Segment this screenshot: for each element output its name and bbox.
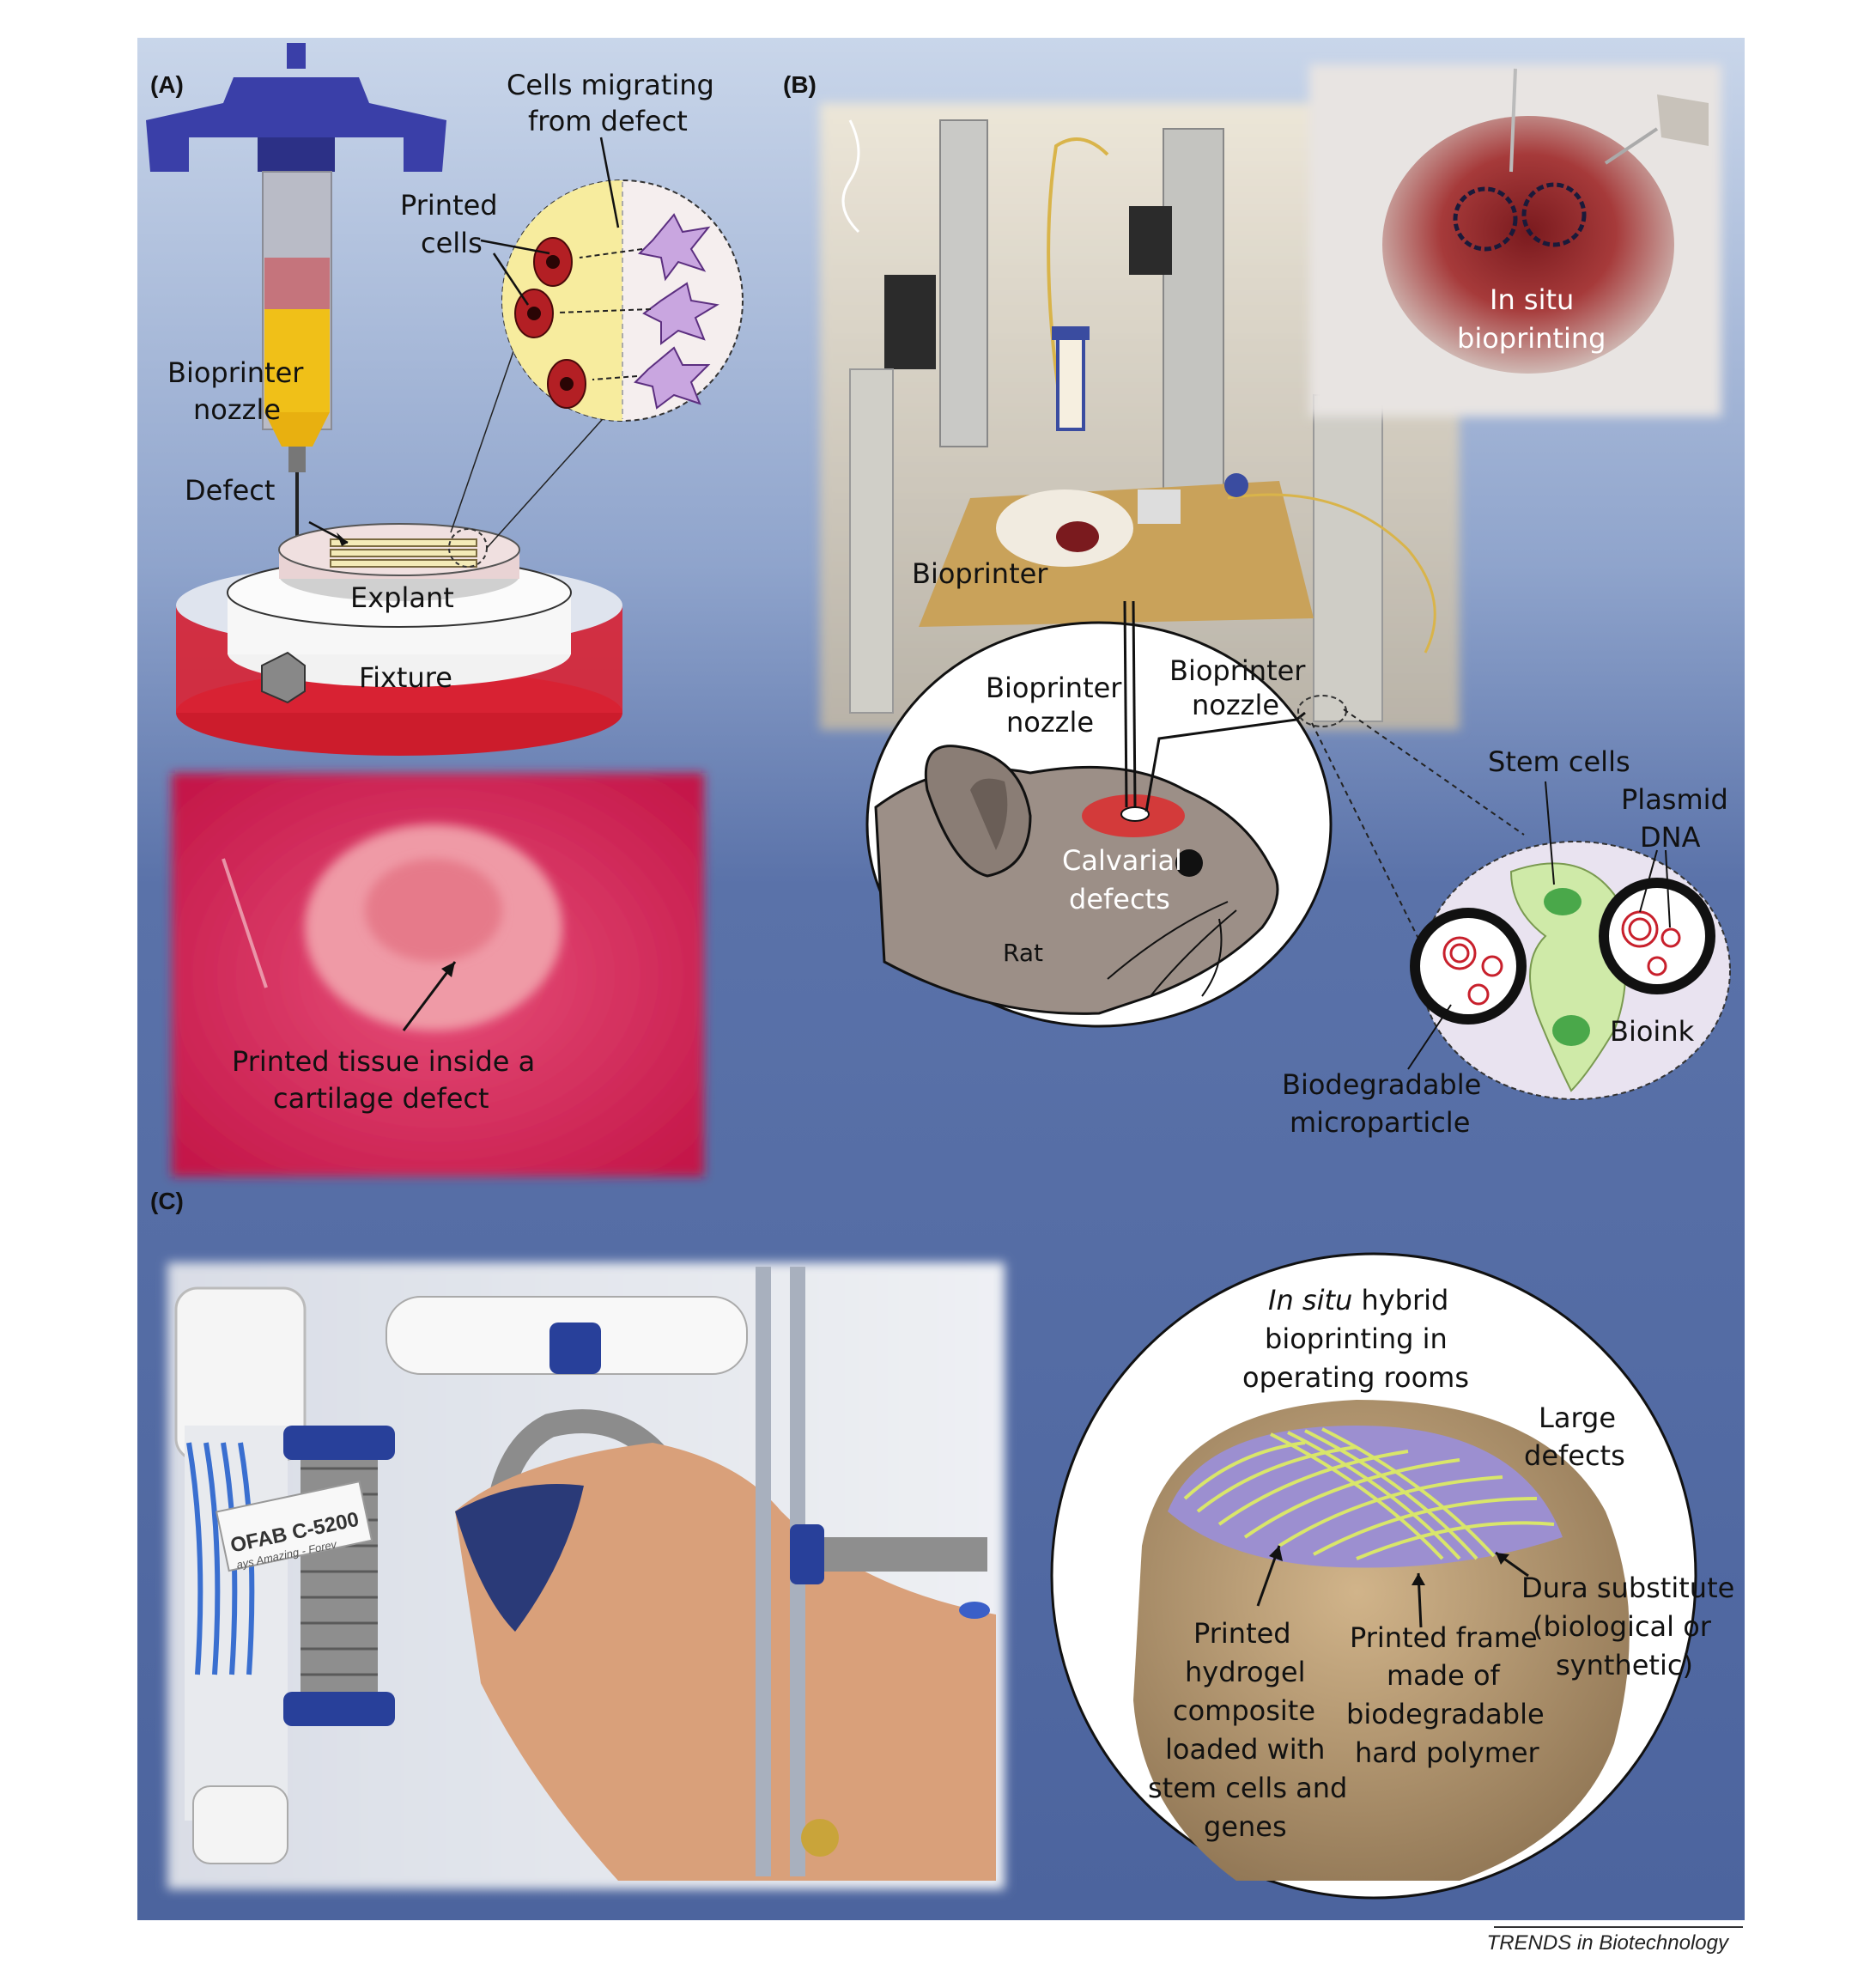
label-title-line-1: In situ hybrid xyxy=(1268,1284,1448,1316)
panel-c: (C) xyxy=(150,1188,1734,1900)
label-printed-tissue-1: Printed tissue inside a xyxy=(232,1045,535,1078)
syringe-illustration xyxy=(146,43,446,537)
label-bioprinter-nozzle-a-2: nozzle xyxy=(193,393,281,426)
rat-diagram xyxy=(865,600,1347,1028)
bioprinter-photo xyxy=(820,103,1460,730)
panel-a-label: (A) xyxy=(150,71,184,98)
label-dura-3: synthetic) xyxy=(1556,1649,1693,1681)
label-cells-migrating-1: Cells migrating xyxy=(507,69,714,101)
label-stem-cells: Stem cells xyxy=(1488,745,1630,778)
label-hydrogel-6: genes xyxy=(1204,1810,1287,1843)
label-printed-cells-2: cells xyxy=(421,227,483,259)
label-large-defects-2: defects xyxy=(1524,1439,1625,1472)
footer-rule xyxy=(1494,1926,1743,1928)
label-defect: Defect xyxy=(185,474,275,507)
label-hydrogel-3: composite xyxy=(1173,1694,1315,1727)
fixture-illustration xyxy=(176,308,641,756)
label-title-line-3: operating rooms xyxy=(1242,1361,1469,1394)
label-plasmid-2: DNA xyxy=(1640,821,1701,854)
panel-b: (B) xyxy=(783,64,1731,1139)
label-hydrogel-4: loaded with xyxy=(1165,1733,1325,1766)
label-title-italic: In situ xyxy=(1268,1284,1352,1316)
head-diagram xyxy=(1050,1252,1697,1900)
panel-a: (A) xyxy=(146,43,744,1177)
label-bioprinter-nozzle-a-1: Bioprinter xyxy=(167,356,304,389)
label-bioprinter-nozzle-b2-1: Bioprinter xyxy=(1169,654,1306,687)
label-dura-1: Dura substitute xyxy=(1521,1572,1734,1604)
label-bioprinter-nozzle-b2-2: nozzle xyxy=(1192,689,1279,721)
label-printed-tissue-2: cartilage defect xyxy=(273,1082,489,1115)
cartilage-photo xyxy=(172,773,704,1177)
label-bioprinter: Bioprinter xyxy=(912,557,1048,590)
label-plasmid-1: Plasmid xyxy=(1621,783,1728,816)
operating-room-render xyxy=(167,1262,1005,1889)
head-diagram-title: In situ hybrid bioprinting in operating … xyxy=(1242,1284,1469,1394)
label-frame-4: hard polymer xyxy=(1355,1736,1540,1769)
label-rat: Rat xyxy=(1003,939,1043,967)
footer-journal: TRENDS in Biotechnology xyxy=(1486,1931,1728,1955)
panel-b-label: (B) xyxy=(783,71,817,98)
label-frame-1: Printed frame xyxy=(1350,1621,1538,1654)
panel-a-leaders xyxy=(480,137,620,306)
label-microparticle-2: microparticle xyxy=(1290,1106,1470,1139)
label-microparticle-1: Biodegradable xyxy=(1282,1068,1481,1101)
label-frame-3: biodegradable xyxy=(1346,1698,1545,1730)
label-printed-cells-1: Printed xyxy=(400,189,498,222)
cell-migration-zoom xyxy=(501,179,744,422)
microparticle-zoom xyxy=(1407,781,1731,1100)
label-cells-migrating-2: from defect xyxy=(528,105,688,137)
label-calvarial-2: defects xyxy=(1069,883,1170,915)
label-explant: Explant xyxy=(350,581,454,614)
label-title-rest: hybrid xyxy=(1352,1284,1448,1316)
label-hydrogel-5: stem cells and xyxy=(1148,1772,1347,1804)
label-fixture: Fixture xyxy=(359,661,452,694)
label-hydrogel-2: hydrogel xyxy=(1185,1656,1305,1688)
label-title-line-2: bioprinting in xyxy=(1265,1323,1448,1355)
label-calvarial-1: Calvarial xyxy=(1062,844,1182,877)
label-large-defects-1: Large xyxy=(1539,1402,1616,1434)
label-bioprinter-nozzle-b1-1: Bioprinter xyxy=(986,672,1122,704)
label-bioprinter-nozzle-b1-2: nozzle xyxy=(1006,706,1094,739)
label-in-situ-1: In situ xyxy=(1490,283,1574,316)
label-bioink: Bioink xyxy=(1610,1015,1695,1048)
label-dura-2: (biological or xyxy=(1533,1610,1712,1643)
label-frame-2: made of xyxy=(1387,1659,1501,1692)
panel-c-label: (C) xyxy=(150,1188,184,1214)
label-hydrogel-1: Printed xyxy=(1193,1617,1291,1650)
in-situ-photo xyxy=(1309,64,1721,417)
label-in-situ-2: bioprinting xyxy=(1457,322,1606,355)
